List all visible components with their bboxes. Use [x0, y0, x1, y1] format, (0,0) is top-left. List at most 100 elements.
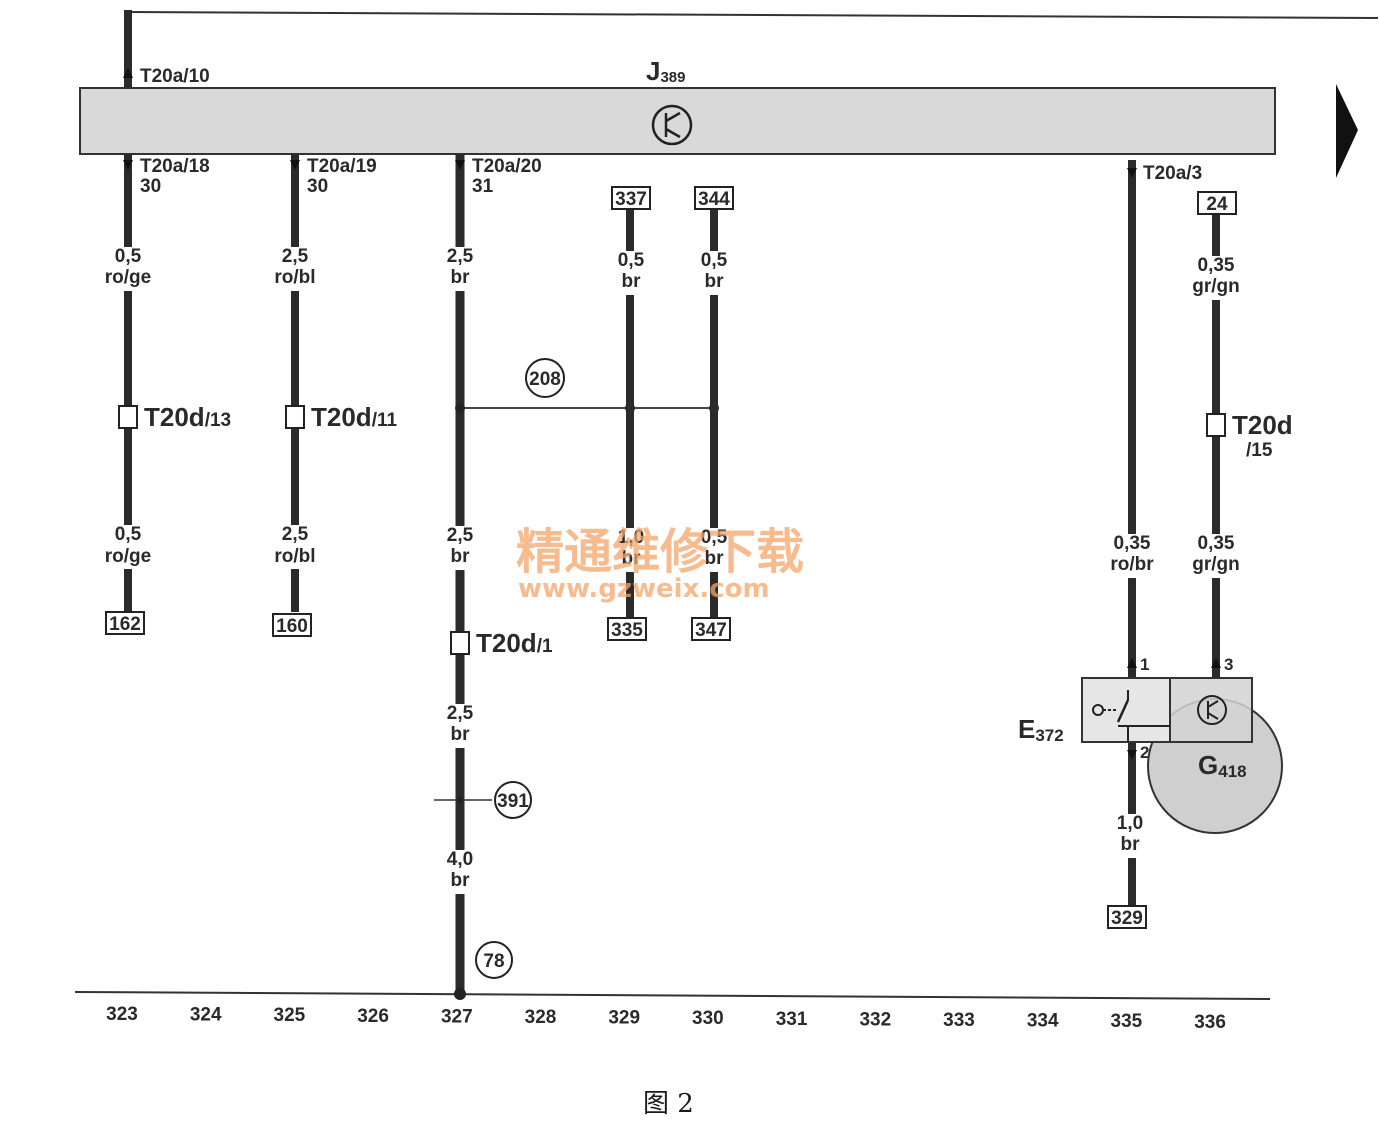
wire-335-size-2: 1,0 [1117, 813, 1143, 834]
source-337-label: 337 [615, 189, 647, 210]
wire-329-size-1: 0,5 [618, 250, 645, 271]
wire-325-size-1: 2,5 [282, 246, 309, 267]
wire-330-color-1: br [705, 271, 725, 292]
track-number-328: 328 [525, 1007, 557, 1028]
track-number-323: 323 [106, 1004, 138, 1025]
wire-327-color-1: br [451, 267, 471, 288]
track-number-329: 329 [608, 1008, 640, 1029]
wire-327-size-1: 2,5 [447, 246, 474, 267]
target-160-label: 160 [276, 616, 308, 637]
wire-323-color-2: ro/ge [105, 546, 151, 567]
wire-335-color-1: ro/br [1110, 554, 1154, 575]
connector-t20d-13-icon [118, 405, 138, 429]
wire-323-pin: T20a/18 [140, 156, 210, 177]
target-335-label: 335 [611, 620, 643, 641]
ground-point-78-label: 78 [483, 951, 504, 972]
track-number-330: 330 [692, 1008, 724, 1029]
target-box-160 [272, 613, 312, 637]
connector-t20d-15-icon [1206, 413, 1226, 437]
sensor-g418-label: G418 [1198, 750, 1247, 781]
track-number-333: 333 [943, 1010, 975, 1031]
wire-325-size-2: 2,5 [282, 524, 309, 545]
wire-336-size-2: 0,35 [1198, 533, 1235, 554]
connector-t20d-11-icon [285, 405, 305, 429]
wire-323-size-2: 0,5 [115, 524, 142, 545]
wire-323-connector-label: T20d/13 [144, 402, 231, 432]
wire-327-size-2: 2,5 [447, 525, 474, 546]
top-bus-line [127, 11, 1379, 19]
wire-325-color-1: ro/bl [274, 267, 315, 288]
wire-327-color-3: br [451, 724, 471, 745]
wire-335-size-1: 0,35 [1114, 533, 1151, 554]
junction-208-circle [525, 358, 565, 398]
wire-327: T20a/20 31 2,5 br 2,5 br T20d/1 2,5 br 3… [434, 154, 553, 1000]
source-24-label: 24 [1206, 194, 1228, 215]
splice-391-circle [494, 781, 532, 819]
wire-327-connector-label: T20d/1 [476, 628, 553, 658]
wire-327-pin: T20a/20 [472, 156, 542, 177]
ground-bus-line [74, 991, 1271, 1000]
track-number-324: 324 [190, 1005, 222, 1026]
top-pin-label: T20a/10 [140, 66, 210, 87]
junction-208: 208 [455, 358, 719, 413]
track-number-326: 326 [357, 1006, 389, 1027]
target-box-335 [607, 617, 647, 641]
wire-335-pin-in: 1 [1140, 655, 1149, 674]
wire-336: 24 0,35 gr/gn T20d /15 0,35 gr/gn 3 [1188, 191, 1293, 678]
wire-327-size-4: 4,0 [447, 849, 473, 870]
wire-335: T20a/3 0,35 ro/br 1 2/31 1,0 br 329 [1106, 160, 1202, 929]
wire-336-size-1: 0,35 [1198, 255, 1235, 276]
pin-arrow-icons [123, 68, 1221, 760]
control-unit-j389 [79, 87, 1276, 155]
wire-323: T20a/18 30 0,5 ro/ge T20d/13 0,5 ro/ge 1… [105, 154, 231, 635]
wire-330-size-1: 0,5 [701, 250, 728, 271]
continuation-arrow-icon [1336, 84, 1358, 178]
ground-point-78-circle [475, 941, 513, 979]
wire-327-color-2: br [451, 546, 471, 567]
target-box-329 [1107, 905, 1147, 929]
wire-327-terminal: 31 [472, 176, 494, 197]
wire-325-terminal: 30 [307, 176, 328, 197]
source-box-344 [694, 186, 734, 210]
ground-node [454, 988, 466, 1000]
wire-325: T20a/19 30 2,5 ro/bl T20d/11 2,5 ro/bl 1… [272, 154, 397, 637]
target-347-label: 347 [695, 620, 727, 641]
wire-329-size-2: 1,0 [618, 527, 644, 548]
wire-336-color-1: gr/gn [1192, 276, 1240, 297]
wire-325-color-2: ro/bl [274, 546, 315, 567]
wire-335-color-2: br [1121, 834, 1141, 855]
source-344-label: 344 [698, 189, 730, 210]
wire-323-size-1: 0,5 [115, 246, 142, 267]
wire-329: 337 0,5 br 1,0 br 335 [607, 186, 651, 641]
source-box-337 [611, 186, 651, 210]
watermark-cn: 精通维修下载 [516, 524, 804, 580]
switch-e372-label: E372 [1018, 714, 1064, 745]
figure-caption: 图 2 [643, 1089, 694, 1119]
transistor-symbol-icon [651, 104, 693, 146]
switch-e372 [1081, 677, 1253, 743]
track-number-334: 334 [1027, 1011, 1059, 1032]
track-number-327: 327 [441, 1006, 473, 1027]
wire-323-terminal: 30 [140, 176, 161, 197]
wire-336-color-2: gr/gn [1192, 554, 1240, 575]
source-box-24 [1197, 191, 1237, 215]
wire-330-size-2: 0,5 [701, 527, 728, 548]
sensor-transistor-icon [1197, 695, 1227, 725]
pushbutton-switch-icon [1092, 690, 1170, 742]
wire-325-connector-label: T20d/11 [311, 402, 397, 432]
track-number-335: 335 [1111, 1011, 1143, 1032]
wire-327-size-3: 2,5 [447, 703, 474, 724]
track-number-336: 336 [1194, 1012, 1226, 1033]
target-329-label: 329 [1111, 908, 1143, 929]
target-box-347 [691, 617, 731, 641]
splice-391-label: 391 [497, 791, 529, 812]
wire-336-pin-in: 3 [1224, 655, 1233, 674]
connector-t20d-1-icon [450, 631, 470, 655]
target-162-label: 162 [109, 614, 141, 635]
wire-335-pin: T20a/3 [1143, 163, 1202, 184]
track-number-332: 332 [859, 1009, 891, 1030]
wire-329-color-1: br [622, 271, 642, 292]
wire-330: 344 0,5 br 0,5 br 347 [691, 186, 734, 641]
wire-327-color-4: br [451, 870, 471, 891]
